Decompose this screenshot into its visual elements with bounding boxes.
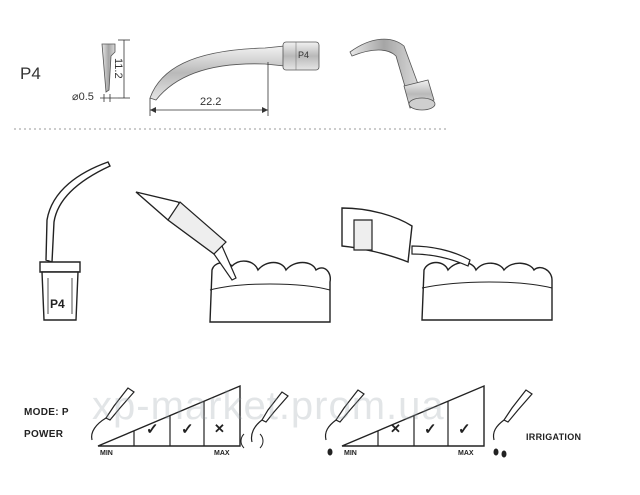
power-scale-graphic bbox=[91, 384, 533, 458]
usage-illustrations bbox=[39, 161, 553, 323]
tip-illustration bbox=[39, 161, 111, 321]
power-mark-3: ✕ bbox=[214, 421, 225, 436]
irrigation-min-label: MIN bbox=[344, 450, 357, 457]
handpiece-min-icon bbox=[91, 387, 135, 441]
irrigation-mark-3: ✓ bbox=[458, 421, 471, 438]
power-label: POWER bbox=[24, 429, 64, 440]
irrigation-min-icon bbox=[324, 389, 365, 456]
tip-side-view bbox=[100, 39, 130, 102]
irrigation-label: IRRIGATION bbox=[526, 432, 582, 442]
irrigation-mark-1: ✕ bbox=[390, 421, 401, 436]
power-triangle bbox=[97, 384, 241, 447]
watermark: xp-market.prom.ua bbox=[92, 384, 445, 428]
power-max-label: MAX bbox=[214, 450, 230, 457]
tip-dimension-drawing bbox=[14, 38, 446, 130]
height-label: 11.2 bbox=[112, 58, 124, 79]
illustration-tip-label: P4 bbox=[50, 297, 65, 311]
model-label: P4 bbox=[20, 64, 41, 83]
handpiece-max-icon bbox=[240, 391, 289, 449]
tip-engraving: P4 bbox=[298, 50, 310, 60]
power-mark-1: ✓ bbox=[146, 421, 159, 438]
irrigation-max-label: MAX bbox=[458, 450, 474, 457]
mode-label: MODE: P bbox=[24, 407, 69, 418]
power-mark-2: ✓ bbox=[181, 421, 194, 438]
usage-scene-back-teeth bbox=[341, 207, 553, 321]
irrigation-max-icon bbox=[492, 389, 533, 458]
irrigation-mark-2: ✓ bbox=[424, 421, 437, 438]
length-label: 22.2 bbox=[200, 96, 222, 108]
irrigation-triangle bbox=[341, 384, 485, 447]
tip-perspective-view bbox=[349, 38, 436, 111]
diameter-label: ⌀0.5 bbox=[72, 91, 94, 103]
usage-scene-front-teeth bbox=[135, 191, 331, 323]
tip-length-view bbox=[149, 41, 320, 116]
power-min-label: MIN bbox=[100, 450, 113, 457]
